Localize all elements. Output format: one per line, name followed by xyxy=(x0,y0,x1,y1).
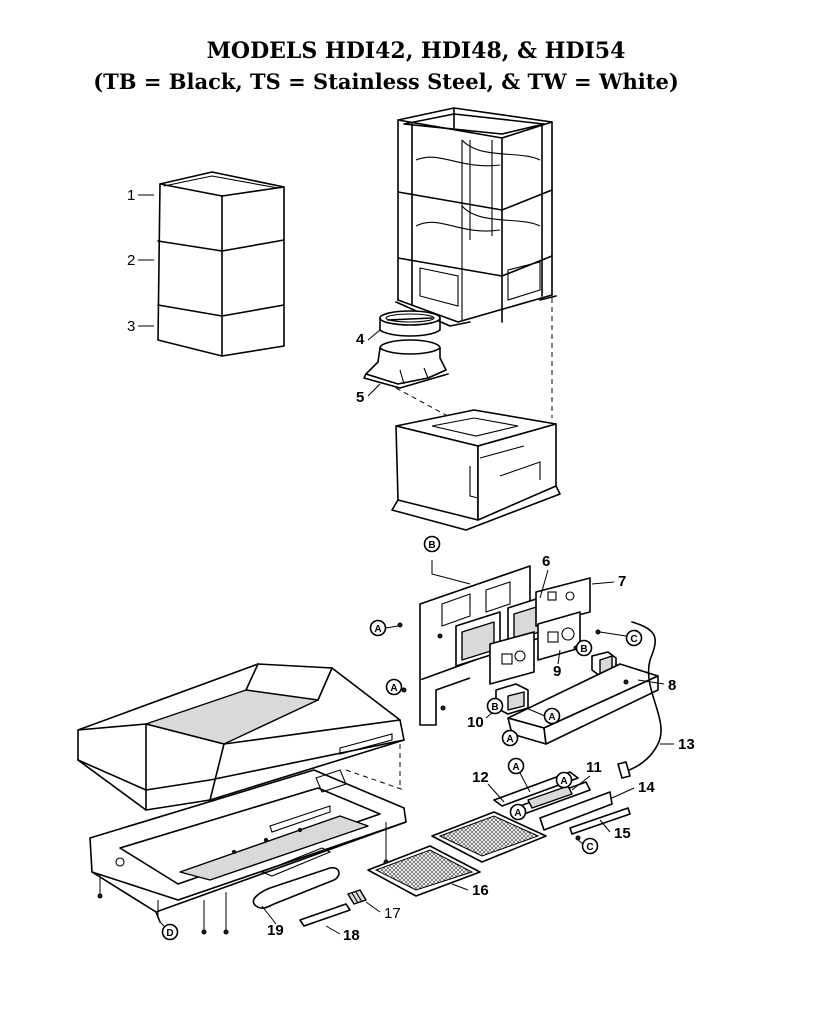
callout-circle xyxy=(385,678,403,696)
callout-circle xyxy=(486,697,504,715)
callout-circle xyxy=(501,729,519,747)
callout-circle xyxy=(581,837,599,855)
chimney-support-frame xyxy=(395,107,557,327)
callout-letter: B xyxy=(580,644,587,655)
diagram-title: MODELS HDI42, HDI48, & HDI54 xyxy=(207,38,626,64)
part-label: 16 xyxy=(472,882,489,899)
screw xyxy=(595,629,601,635)
hood-bottom-pan xyxy=(89,769,407,923)
power-cord xyxy=(623,621,662,773)
callout-circle xyxy=(625,629,643,647)
callout-letter: A xyxy=(548,712,555,723)
part-label: 8 xyxy=(668,677,676,694)
screw xyxy=(201,929,207,935)
callout-letter: B xyxy=(428,540,435,551)
callout-letter: C xyxy=(586,842,593,853)
part-label: 10 xyxy=(467,714,484,731)
callout-letter: C xyxy=(630,634,637,645)
callout-circle xyxy=(507,757,525,775)
lamp-socket-bar xyxy=(299,903,351,927)
leader-line xyxy=(431,560,471,585)
part-label: 4 xyxy=(356,331,365,348)
part-label: 7 xyxy=(618,573,626,590)
connection-callouts: B A C B A B A A A A A C D xyxy=(159,535,643,941)
part-label: 5 xyxy=(356,389,364,406)
hood-canopy xyxy=(77,663,405,811)
callout-circle xyxy=(161,923,179,941)
callout-letter: B xyxy=(491,702,498,713)
duct-cover-sections xyxy=(157,171,285,357)
part-label: 19 xyxy=(267,922,284,939)
callout-letter: A xyxy=(560,776,567,787)
part-label: 15 xyxy=(614,825,631,842)
part-label: 1 xyxy=(127,187,135,204)
grease-filters xyxy=(367,811,547,897)
screw xyxy=(575,835,581,841)
part-labels: 1 2 3 4 5 6 7 8 9 10 11 12 13 14 15 16 1… xyxy=(127,187,695,944)
screw xyxy=(401,687,407,693)
part-label: 14 xyxy=(638,779,655,796)
callout-circle xyxy=(575,639,593,657)
callout-letter: A xyxy=(512,762,519,773)
screw xyxy=(397,622,403,628)
lamp-socket xyxy=(347,889,367,905)
control-bracket-panel xyxy=(419,565,531,726)
duct-transition xyxy=(363,339,449,389)
part-label: 6 xyxy=(542,553,550,570)
callout-letter: D xyxy=(166,928,173,939)
part-label: 3 xyxy=(127,318,135,335)
part-label: 2 xyxy=(127,252,135,269)
callout-letter: A xyxy=(506,734,513,745)
part-label: 11 xyxy=(586,759,602,776)
callout-letter: A xyxy=(374,624,381,635)
diagram-subtitle: (TB = Black, TS = Stainless Steel, & TW … xyxy=(93,69,679,94)
part-label: 17 xyxy=(384,905,401,922)
part-label: 12 xyxy=(472,769,489,786)
alignment-line xyxy=(345,769,405,791)
wiring-channel xyxy=(507,663,659,745)
callout-letter: A xyxy=(514,808,521,819)
screw xyxy=(97,893,103,899)
power-cord-plug xyxy=(617,761,631,779)
callout-letter: A xyxy=(390,683,397,694)
lamp-tube xyxy=(252,866,340,909)
callout-circle xyxy=(423,535,441,553)
part-label: 9 xyxy=(553,663,561,680)
blower-housing-box xyxy=(391,409,561,531)
part-label: 13 xyxy=(678,736,695,753)
callout-circle xyxy=(509,803,527,821)
callout-circle xyxy=(369,619,387,637)
damper-ring xyxy=(379,310,441,337)
screw xyxy=(223,929,229,935)
part-label: 18 xyxy=(343,927,360,944)
screw-leaders xyxy=(99,822,387,930)
switch-plate xyxy=(489,611,581,685)
callout-circle xyxy=(555,771,573,789)
